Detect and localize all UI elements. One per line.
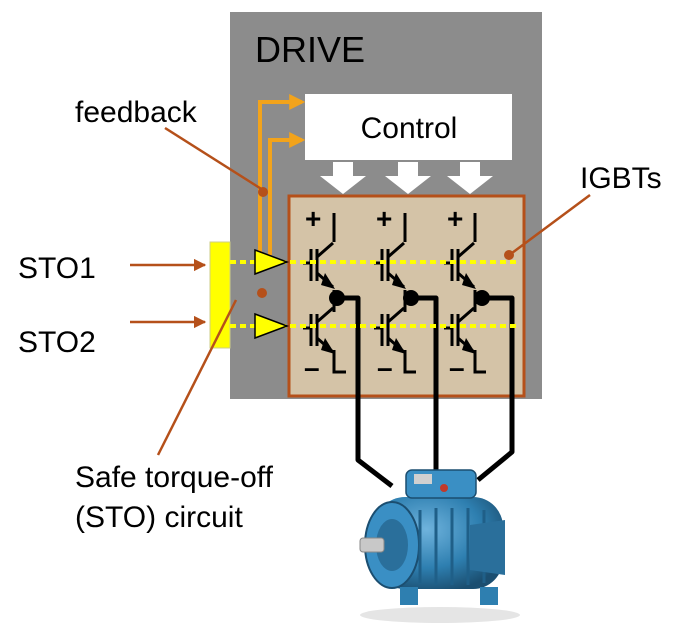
sto1-label: STO1 bbox=[18, 252, 96, 285]
plus-label: + bbox=[305, 203, 321, 234]
sto1-driver-icon bbox=[254, 248, 290, 276]
down-arrow-icon bbox=[385, 162, 431, 194]
minus-label: – bbox=[304, 352, 320, 383]
sto-circuit-label-line1: Safe torque-off bbox=[75, 461, 274, 494]
control-box bbox=[305, 94, 512, 160]
minus-label: – bbox=[377, 352, 393, 383]
dc-minus-labels: – – – bbox=[304, 352, 465, 383]
plus-label: + bbox=[376, 203, 392, 234]
control-to-igbt-arrows bbox=[320, 162, 493, 194]
callout-dots bbox=[257, 187, 514, 298]
drive-title: DRIVE bbox=[255, 29, 365, 70]
sto-circuit-label-line2: (STO) circuit bbox=[75, 501, 243, 534]
phase-output-wires bbox=[337, 295, 515, 488]
sto2-driver-icon bbox=[254, 312, 290, 340]
dc-plus-labels: + + + bbox=[305, 203, 463, 234]
feedback-lines bbox=[258, 94, 306, 255]
down-arrow-icon bbox=[447, 162, 493, 194]
plus-label: + bbox=[447, 203, 463, 234]
callout-lines bbox=[130, 126, 591, 456]
down-arrow-icon bbox=[320, 162, 366, 194]
sto2-label: STO2 bbox=[18, 326, 96, 359]
minus-label: – bbox=[449, 352, 465, 383]
sto-signal-lines bbox=[230, 260, 520, 328]
feedback-label: feedback bbox=[75, 96, 198, 129]
electric-motor-icon bbox=[359, 469, 520, 623]
control-label: Control bbox=[361, 112, 458, 145]
igbts-label: IGBTs bbox=[580, 162, 662, 195]
